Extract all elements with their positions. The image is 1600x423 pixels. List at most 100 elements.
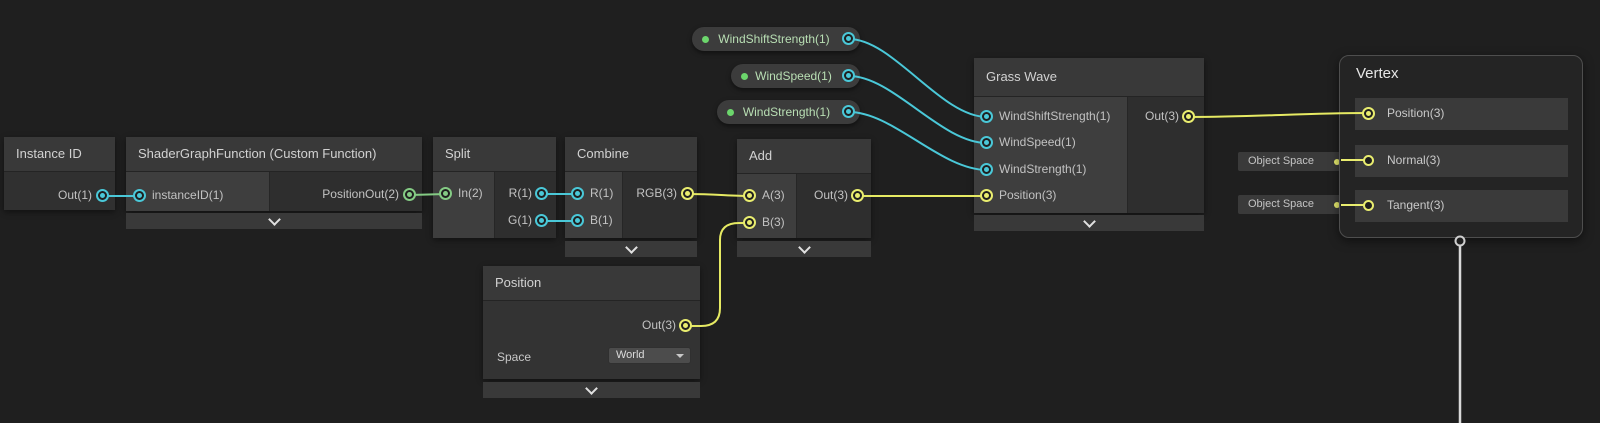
collapse-strip-combine[interactable]: [565, 241, 697, 257]
space-dropdown[interactable]: World: [608, 347, 691, 364]
property-pill-windstrength[interactable]: WindStrength(1): [717, 100, 860, 124]
vertex-label-position: Position(3): [1387, 106, 1445, 120]
property-pill-windshiftstrength[interactable]: WindShiftStrength(1): [692, 27, 860, 51]
space-label: Space: [497, 350, 532, 364]
output-port-positionout[interactable]: [403, 188, 416, 201]
vertex-row-position[interactable]: [1355, 98, 1568, 130]
input-port-a[interactable]: [743, 189, 756, 202]
node-grass-wave[interactable]: Grass Wave WindShiftStrength(1) WindSpee…: [974, 58, 1204, 213]
vertex-row-tangent[interactable]: [1355, 190, 1568, 222]
vertex-port-position[interactable]: [1362, 107, 1375, 120]
space-pill-normal[interactable]: Object Space: [1238, 152, 1344, 171]
output-port-out[interactable]: [679, 319, 692, 332]
space-pill-port[interactable]: [1334, 158, 1340, 165]
node-shadergraphfunction[interactable]: ShaderGraphFunction (Custom Function) in…: [126, 137, 422, 211]
property-label: WindStrength(1): [742, 105, 831, 119]
chevron-down-icon[interactable]: [625, 241, 638, 254]
vertex-context-block[interactable]: Vertex Position(3) Normal(3) Tangent(3): [1339, 55, 1583, 238]
node-split[interactable]: Split In(2) R(1) G(1): [433, 137, 556, 238]
output-column: [797, 174, 871, 238]
space-pill-tangent[interactable]: Object Space: [1238, 195, 1344, 214]
node-title: Instance ID: [4, 137, 115, 172]
port-label-out: Out(1): [57, 188, 92, 202]
property-output-port[interactable]: [842, 69, 855, 82]
vertex-port-tangent[interactable]: [1363, 200, 1374, 211]
vertex-row-normal[interactable]: [1355, 145, 1568, 177]
input-port-windstrength[interactable]: [980, 163, 993, 176]
output-port-out1[interactable]: [96, 189, 109, 202]
space-dropdown-value: World: [616, 349, 645, 361]
output-column: [623, 172, 697, 238]
property-label: WindShiftStrength(1): [718, 32, 830, 46]
vertex-label-tangent: Tangent(3): [1387, 198, 1445, 212]
node-position[interactable]: Position Out(3) Space World: [483, 266, 700, 379]
node-instance-id[interactable]: Instance ID Out(1): [4, 137, 115, 210]
input-port-instanceid[interactable]: [133, 189, 146, 202]
port-label-out: Out(3): [641, 318, 676, 332]
input-port-b[interactable]: [571, 214, 584, 227]
vertex-label-normal: Normal(3): [1387, 153, 1441, 167]
node-title: ShaderGraphFunction (Custom Function): [126, 137, 422, 172]
node-title: Add: [737, 139, 871, 174]
port-label-positionout: PositionOut(2): [322, 187, 399, 201]
port-label-windstrength: WindStrength(1): [999, 162, 1087, 176]
node-title: Split: [433, 137, 556, 172]
input-port-b[interactable]: [743, 216, 756, 229]
node-title: Grass Wave: [974, 58, 1204, 97]
vertex-port-normal[interactable]: [1363, 155, 1374, 166]
output-column: [495, 172, 556, 238]
port-label-b: B(3): [762, 215, 785, 229]
port-label-position: Position(3): [999, 188, 1057, 202]
exposed-property-dot: [702, 36, 709, 43]
exposed-property-dot: [741, 73, 748, 80]
port-label-b: B(1): [590, 213, 613, 227]
collapse-strip-sgf[interactable]: [126, 213, 422, 229]
property-output-port[interactable]: [842, 105, 855, 118]
node-title: Combine: [565, 137, 697, 172]
input-column: [974, 97, 1128, 213]
input-column: [565, 172, 623, 238]
port-label-r: R(1): [508, 186, 532, 200]
output-port-out[interactable]: [1182, 110, 1195, 123]
input-port-r[interactable]: [571, 187, 584, 200]
collapse-strip-grass-wave[interactable]: [974, 215, 1204, 231]
chevron-down-icon[interactable]: [585, 382, 598, 395]
edge-windspeed-to-grasswave[interactable]: [848, 75, 988, 144]
chevron-down-icon[interactable]: [798, 241, 811, 254]
vertex-title: Vertex: [1356, 65, 1399, 82]
space-pill-label: Object Space: [1248, 198, 1315, 210]
port-label-instanceid: instanceID(1): [152, 188, 224, 202]
input-column: [126, 172, 270, 211]
edge-windshiftstrength-to-grasswave[interactable]: [848, 38, 988, 118]
output-port-r[interactable]: [535, 187, 548, 200]
output-port-rgb[interactable]: [681, 187, 694, 200]
property-label: WindSpeed(1): [755, 69, 832, 83]
chevron-down-icon[interactable]: [1083, 215, 1096, 228]
output-port-g[interactable]: [535, 214, 548, 227]
port-label-out: Out(3): [813, 188, 848, 202]
input-port-in[interactable]: [439, 187, 452, 200]
space-pill-port[interactable]: [1334, 201, 1340, 208]
port-label-r: R(1): [590, 186, 614, 200]
collapse-strip-position[interactable]: [483, 382, 700, 398]
collapse-strip-add[interactable]: [737, 241, 871, 257]
input-port-position[interactable]: [980, 189, 993, 202]
port-label-in: In(2): [458, 186, 483, 200]
chevron-down-icon[interactable]: [268, 213, 281, 226]
port-label-out: Out(3): [1144, 109, 1179, 123]
input-port-windspeed[interactable]: [980, 136, 993, 149]
input-port-windshiftstrength[interactable]: [980, 110, 993, 123]
property-output-port[interactable]: [842, 32, 855, 45]
dropdown-caret-icon: [676, 354, 684, 358]
exposed-property-dot: [727, 109, 734, 116]
node-add[interactable]: Add A(3) B(3) Out(3): [737, 139, 871, 238]
space-pill-label: Object Space: [1248, 155, 1315, 167]
property-pill-windspeed[interactable]: WindSpeed(1): [731, 64, 860, 88]
node-combine[interactable]: Combine R(1) B(1) RGB(3): [565, 137, 697, 238]
port-label-g: G(1): [508, 213, 532, 227]
port-label-rgb: RGB(3): [636, 186, 677, 200]
port-label-windspeed: WindSpeed(1): [999, 135, 1076, 149]
output-port-out[interactable]: [851, 189, 864, 202]
output-column: [270, 172, 422, 211]
